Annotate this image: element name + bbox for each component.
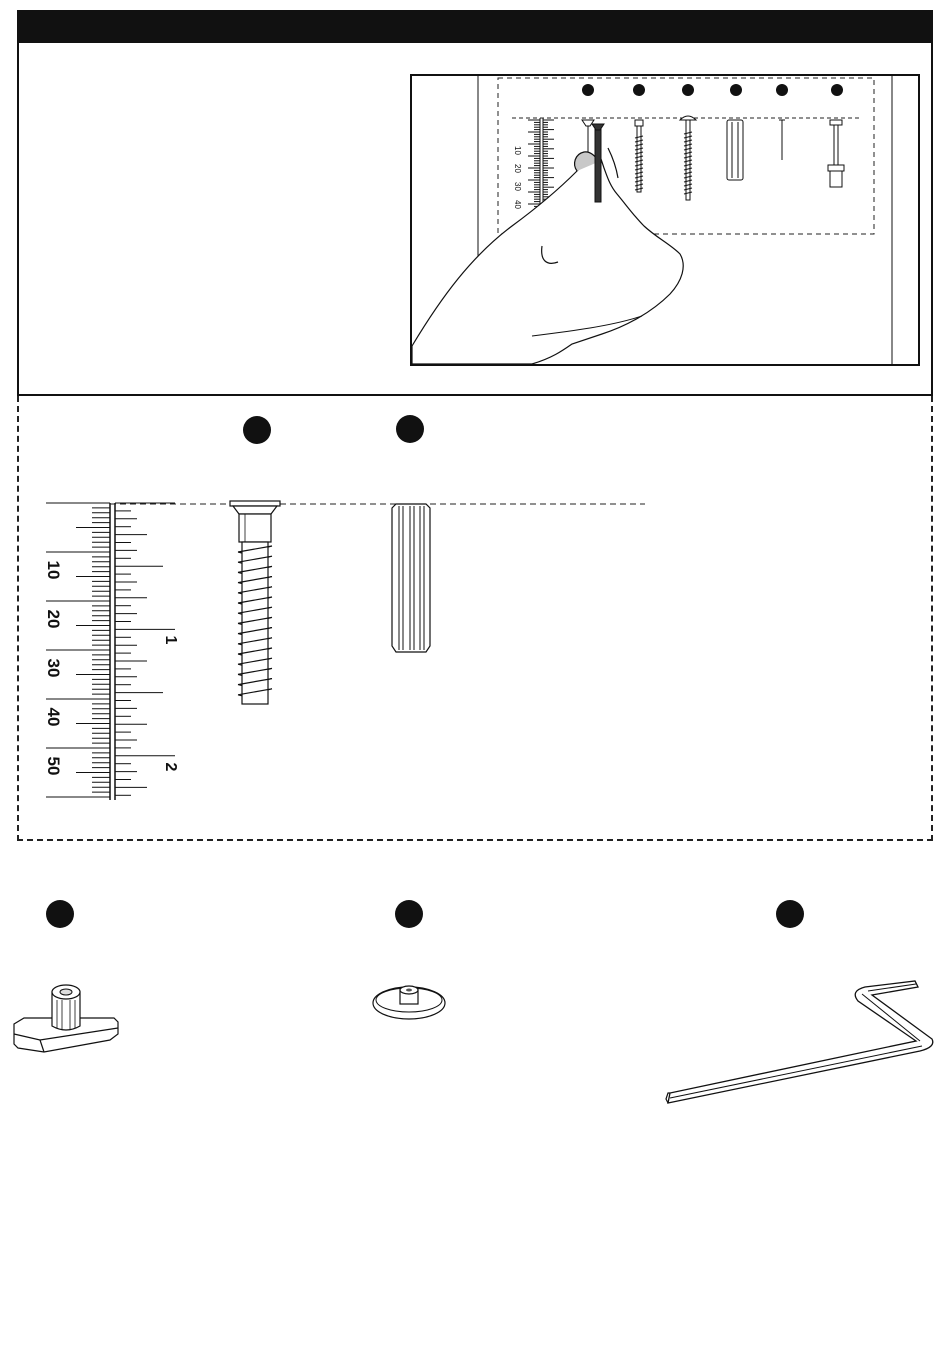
part-marker-6 <box>831 84 843 96</box>
mini-ruler-label: 40 <box>513 200 522 209</box>
part-marker-cap <box>395 900 423 928</box>
part-marker-3 <box>682 84 694 96</box>
part-marker-key <box>776 900 804 928</box>
hand-illustration-svg: 10 20 30 40 <box>412 76 918 364</box>
mini-ruler-label: 20 <box>513 164 522 173</box>
part-marker-dowel <box>396 415 424 443</box>
cover-cap-icon <box>370 980 450 1024</box>
ruler-mm-label: 10 <box>43 555 63 585</box>
mini-ruler-label: 30 <box>513 182 522 191</box>
ruler-mm-label: 50 <box>43 751 63 781</box>
part-marker-5 <box>776 84 788 96</box>
allen-key-icon <box>660 975 940 1120</box>
ruler-inch-label: 2 <box>160 757 180 777</box>
part-marker-screw <box>243 416 271 444</box>
confirmat-screw-icon <box>225 498 287 708</box>
shelf-support-bracket-icon <box>10 978 125 1060</box>
ruler-mm-label: 40 <box>43 702 63 732</box>
ruler-mm-label: 20 <box>43 604 63 634</box>
part-marker-1 <box>582 84 594 96</box>
part-marker-2 <box>633 84 645 96</box>
part-marker-bracket <box>46 900 74 928</box>
ruler-mm-label: 30 <box>43 653 63 683</box>
reference-line <box>110 500 650 508</box>
hand-measuring-illustration: 10 20 30 40 <box>410 74 920 366</box>
part-marker-4 <box>730 84 742 96</box>
header-bar <box>17 10 933 43</box>
mini-ruler-label: 10 <box>513 146 522 155</box>
ruler-inch-label: 1 <box>160 630 180 650</box>
wood-dowel-icon <box>386 500 436 658</box>
